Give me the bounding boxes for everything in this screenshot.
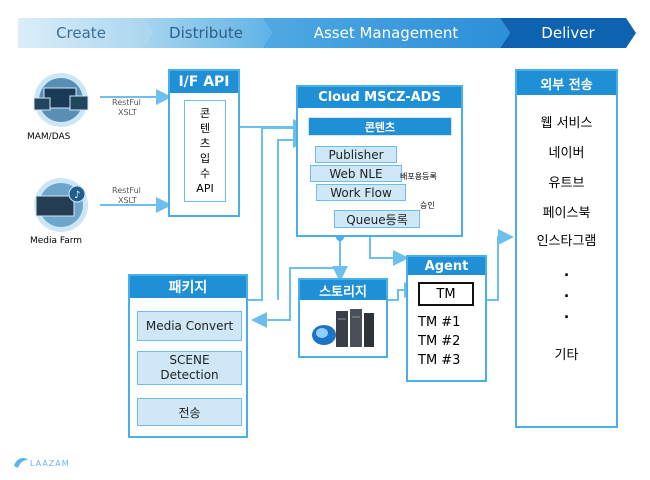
if-api-char-5: 수 (199, 167, 211, 180)
stage-asset-shape (262, 18, 510, 48)
publisher-box: Publisher (315, 146, 397, 163)
external-naver: 네이버 (548, 146, 585, 161)
external-dot-3: . (563, 306, 570, 322)
queue-box: Queue등록 (334, 210, 420, 228)
web-nle-box: Web NLE (310, 165, 402, 182)
external-other: 기타 (554, 348, 579, 363)
external-dot-2: . (563, 285, 570, 301)
if-api-title: I/F API (170, 71, 238, 93)
external-instagram: 인스타그램 (536, 234, 597, 249)
tm-3: TM #3 (418, 353, 461, 368)
mam-das-label: MAM/DAS (27, 132, 71, 142)
storage-title: 스토리지 (300, 280, 386, 300)
stage-distribute-shape (142, 18, 272, 48)
register-annotation: 배포용등록 (400, 172, 437, 181)
media-farm-label: Media Farm (30, 236, 83, 246)
stage-create-shape (18, 18, 152, 48)
cloud-content: 콘텐츠 (308, 117, 452, 136)
stage-distribute: Distribute (169, 24, 243, 42)
external-title: 외부 전송 (517, 71, 616, 95)
transfer-box: 전송 (137, 398, 242, 426)
external-web-service: 웹 서비스 (540, 116, 593, 131)
agent-box (406, 255, 487, 382)
package-title: 패키지 (130, 276, 246, 298)
cloud-title: Cloud MSCZ-ADS (298, 87, 461, 108)
external-youtube: 유트브 (548, 176, 585, 191)
workflow-box: Work Flow (316, 184, 406, 201)
mam-protocol-xslt: XSLT (118, 108, 137, 117)
if-api-char-1: 콘 (199, 107, 211, 120)
if-api-char-3: 츠 (199, 137, 211, 150)
if-api-char-6: API (196, 182, 214, 195)
tm-2: TM #2 (418, 334, 461, 349)
svg-text:♪: ♪ (74, 190, 80, 201)
mam-protocol-restful: RestFul (112, 98, 141, 107)
scene-detection-box: SCENE Detection (137, 351, 242, 385)
queue-to-agent (369, 236, 409, 266)
agent-to-external (487, 229, 514, 301)
external-dot-1: . (563, 264, 570, 280)
package-to-cloud-1 (248, 120, 309, 301)
storage-server-icon (312, 309, 374, 347)
external-facebook: 페이스북 (542, 206, 591, 221)
tm-1: TM #1 (418, 315, 461, 330)
queue-to-package (251, 236, 341, 328)
logo-icon (14, 458, 28, 468)
logo-text: LAAZAM (30, 459, 70, 468)
stage-deliver-shape (500, 18, 636, 48)
stage-deliver: Deliver (541, 24, 595, 42)
if-api-char-2: 텐 (199, 122, 211, 135)
approve-annotation: 승인 (420, 201, 435, 210)
stage-create: Create (56, 24, 106, 42)
if-api-char-4: 입 (199, 152, 211, 165)
media-convert-box: Media Convert (137, 311, 242, 341)
stage-asset-management: Asset Management (313, 24, 459, 42)
external-box (515, 69, 618, 428)
agent-title: Agent (408, 257, 485, 275)
media-farm-icon: ♪ (34, 178, 88, 232)
process-bar (18, 18, 636, 48)
farm-protocol-xslt: XSLT (118, 196, 137, 205)
farm-protocol-restful: RestFul (112, 186, 141, 195)
mam-das-icon (33, 73, 89, 127)
if-api-content: 콘 텐 츠 입 수 API (184, 100, 226, 202)
tm-box: TM (418, 282, 474, 306)
